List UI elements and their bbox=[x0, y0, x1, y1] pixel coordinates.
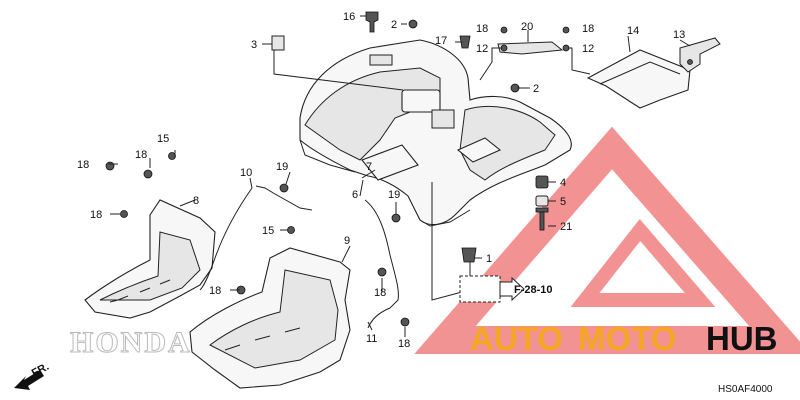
bracket-part-13 bbox=[679, 37, 721, 73]
callout-2: 2 bbox=[533, 83, 539, 95]
callout-6: 6 bbox=[352, 189, 358, 201]
callout-5: 5 bbox=[560, 196, 566, 208]
watermark-hub: HUB bbox=[706, 320, 778, 357]
callout-11: 11 bbox=[366, 333, 377, 345]
callout-18: 18 bbox=[209, 285, 221, 297]
callout-18-extra: 18 bbox=[582, 23, 594, 35]
bolt-part-21 bbox=[535, 207, 549, 231]
screw-part-18-b bbox=[143, 169, 153, 179]
callout-18: 18 bbox=[135, 149, 147, 161]
callout-19: 19 bbox=[388, 189, 400, 201]
callout-17: 17 bbox=[435, 35, 447, 47]
clip-part-19-a bbox=[279, 183, 289, 193]
rear-fender-assembly bbox=[299, 39, 572, 227]
watermark-auto: AUTO bbox=[470, 320, 563, 357]
callout-16: 16 bbox=[343, 11, 355, 23]
screw-part-18-a bbox=[105, 161, 115, 171]
screw-part-15-b bbox=[287, 226, 295, 234]
callout-21: 21 bbox=[560, 221, 572, 233]
callout-18: 18 bbox=[374, 287, 386, 299]
screw-part-18-topright bbox=[562, 26, 570, 34]
callout-2: 2 bbox=[391, 19, 397, 31]
callout-3: 3 bbox=[251, 39, 257, 51]
callout-15: 15 bbox=[262, 225, 274, 237]
callout-12: 12 bbox=[476, 43, 488, 55]
leader-lines bbox=[108, 15, 691, 337]
rubber-part-4 bbox=[535, 175, 549, 189]
grommet-part-1 bbox=[461, 247, 477, 263]
callout-1: 1 bbox=[486, 253, 492, 265]
rear-cover-part-14 bbox=[586, 49, 691, 109]
watermark: AUTO MOTO HUB bbox=[470, 320, 778, 357]
watermark-moto: MOTO bbox=[578, 320, 676, 357]
screw-part-15-a bbox=[168, 152, 176, 160]
cable-part-11 bbox=[364, 199, 399, 329]
bolt-part-16 bbox=[365, 11, 379, 33]
screw-part-18-e bbox=[377, 267, 387, 277]
clip-part-3 bbox=[271, 35, 285, 51]
callout-9: 9 bbox=[344, 235, 350, 247]
plate-part-20 bbox=[497, 41, 564, 55]
clip-part-19-b bbox=[391, 213, 401, 223]
callout-labels: 1 2 2 3 4 5 6 7 8 9 10 11 12 12 13 14 15… bbox=[77, 11, 685, 350]
callout-18: 18 bbox=[77, 159, 89, 171]
diagram-code: HS0AF4000 bbox=[718, 384, 773, 395]
callout-15: 15 bbox=[157, 133, 169, 145]
callout-14: 14 bbox=[627, 25, 639, 37]
callout-7: 7 bbox=[366, 161, 372, 173]
callout-10: 10 bbox=[240, 167, 252, 179]
callout-18: 18 bbox=[476, 23, 488, 35]
screw-part-18-c bbox=[120, 210, 128, 218]
cable-part-10 bbox=[199, 187, 253, 291]
right-mudguard-part-9 bbox=[189, 247, 351, 389]
callout-20: 20 bbox=[521, 21, 533, 33]
honda-background-logo: HONDA bbox=[70, 326, 192, 359]
callout-4: 4 bbox=[560, 177, 566, 189]
clip-part-17 bbox=[459, 35, 471, 49]
callout-19: 19 bbox=[276, 161, 288, 173]
left-mudguard-part-8 bbox=[84, 199, 216, 319]
callout-18: 18 bbox=[90, 209, 102, 221]
autmotohub-logo-icon bbox=[414, 126, 800, 354]
clip-part-2-top bbox=[408, 19, 418, 29]
screw-part-18-top bbox=[500, 26, 508, 34]
screw-part-18-f bbox=[400, 317, 410, 327]
reference-arrow bbox=[459, 275, 525, 303]
front-arrow-icon bbox=[14, 370, 44, 390]
front-marker: FR. bbox=[30, 361, 51, 380]
callout-13: 13 bbox=[673, 29, 685, 41]
reference-label: F-28-10 bbox=[514, 284, 553, 296]
collar-part-5 bbox=[535, 195, 549, 207]
callout-12: 12 bbox=[582, 43, 594, 55]
callout-8: 8 bbox=[193, 195, 199, 207]
callout-18: 18 bbox=[398, 338, 410, 350]
